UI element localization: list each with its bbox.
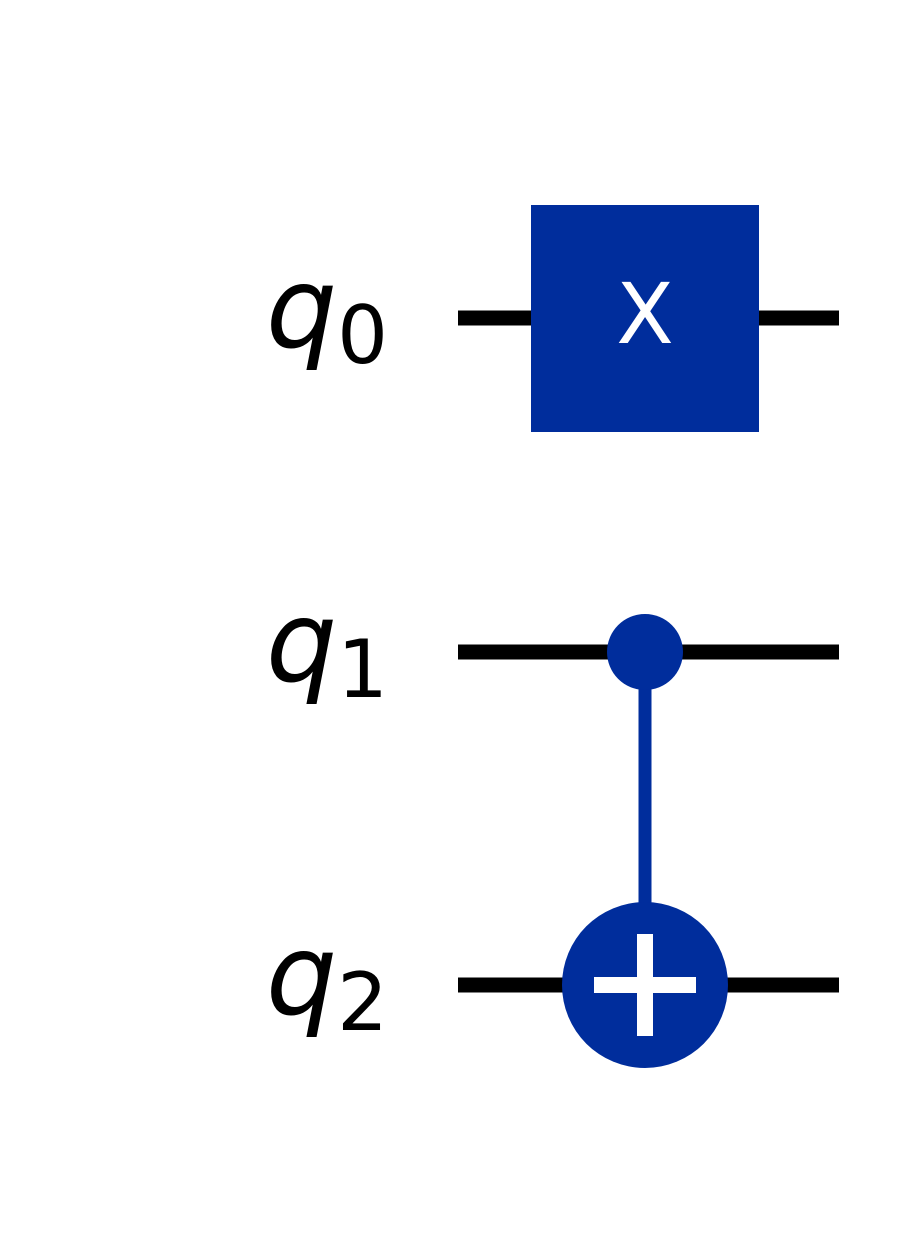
cnot-gate	[562, 614, 728, 1068]
qubit-label-q2: q2	[266, 911, 388, 1049]
qubit-label-q0: q0	[266, 244, 388, 382]
qubit-label-q1: q1	[266, 578, 388, 716]
cnot-control-dot	[607, 614, 683, 690]
cnot-target-plus-icon	[562, 902, 728, 1068]
x-gate-box	[531, 205, 759, 432]
x-gate: X	[531, 205, 759, 432]
x-gate-label: X	[616, 265, 674, 363]
